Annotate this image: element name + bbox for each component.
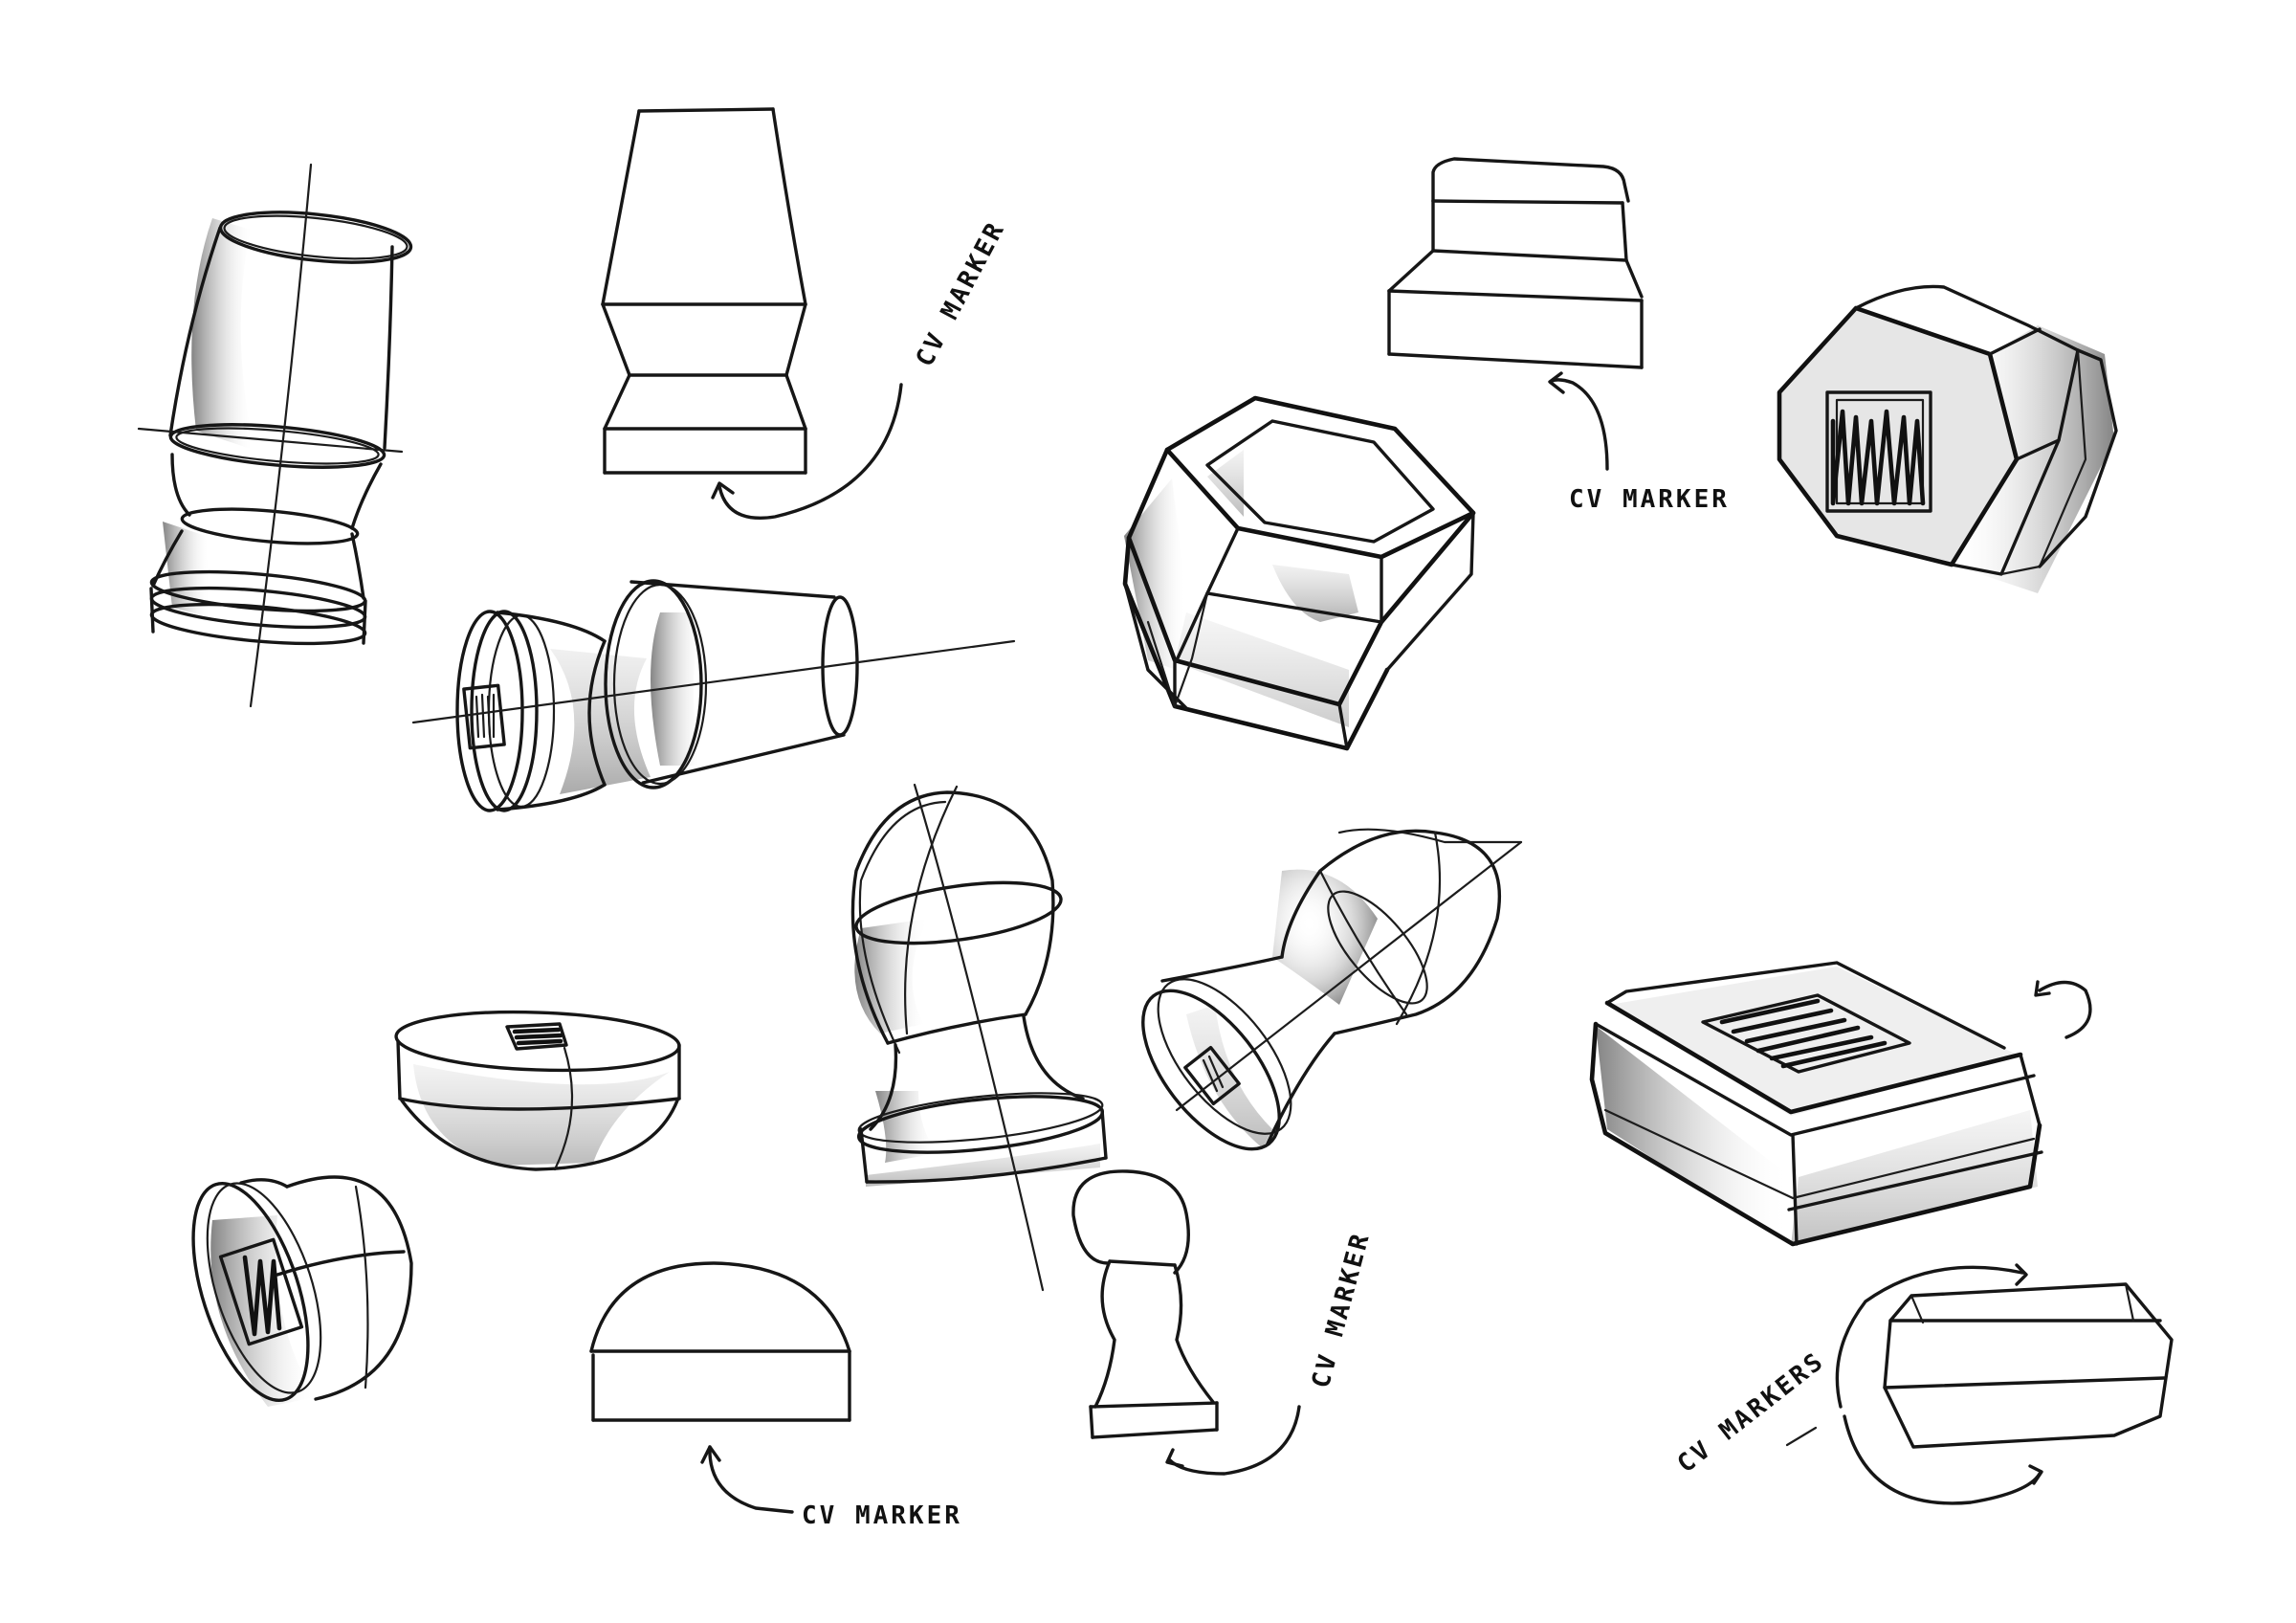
flat-box-sketch — [1589, 961, 2092, 1247]
dome-cv-marker-note: CV MARKER — [802, 1501, 962, 1530]
cv-marker-label: CV MARKER — [1569, 485, 1730, 514]
cv-marker-label: CV MARKER — [911, 216, 1011, 371]
stamp-outline-sketch — [1071, 1169, 1301, 1476]
dome-outline-sketch — [589, 1261, 851, 1514]
bulb-pedestal-sketch — [850, 783, 1108, 1292]
cv-marker-label: CV MARKER — [1307, 1229, 1376, 1391]
cv-markers-label: CV MARKERS — [1672, 1346, 1830, 1478]
puck-sketch — [191, 1175, 413, 1407]
prism-cv-markers-note: CV MARKERS — [1672, 1346, 1830, 1478]
stepped-block-sketch — [1387, 157, 1644, 471]
vase-outline-sketch — [601, 107, 903, 520]
block-cv-marker-note: CV MARKER — [1569, 485, 1730, 514]
hexagon-block-sketch — [1122, 395, 1476, 751]
hex-nut-sketch — [1777, 284, 2118, 593]
vase-cv-marker-note: CV MARKER — [911, 216, 1011, 371]
sideways-bulb-sketch — [1141, 828, 1523, 1151]
dome-disc-sketch — [394, 1010, 681, 1171]
tilted-vase-sketch — [137, 163, 413, 708]
stamp-cv-marker-note: CV MARKER — [1307, 1229, 1376, 1391]
prism-outline-sketch — [1785, 1263, 2174, 1505]
cv-marker-label: CV MARKER — [802, 1501, 962, 1530]
lying-vase-sketch — [411, 579, 1016, 812]
